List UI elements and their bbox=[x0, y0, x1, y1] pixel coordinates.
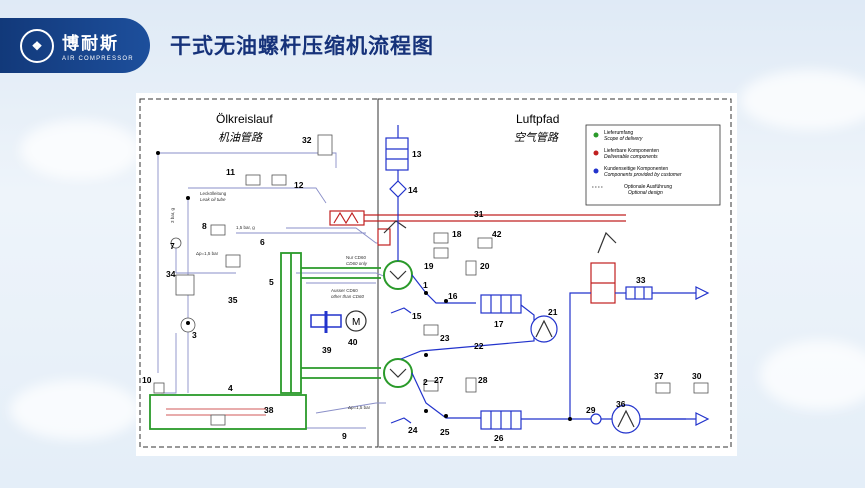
component-number: 29 bbox=[586, 405, 596, 415]
brand-logo: ❖ 博耐斯 AIR COMPRESSOR bbox=[0, 18, 150, 73]
component-number: 20 bbox=[480, 261, 490, 271]
cloud-decoration bbox=[760, 340, 865, 410]
valve-linkage bbox=[383, 220, 617, 254]
component-number: 36 bbox=[616, 399, 626, 409]
component-number: 1 bbox=[423, 280, 428, 290]
flow-diagram-svg: Ölkreislauf 机油管路 Luftpfad 空气管路 Lieferumf… bbox=[139, 98, 732, 448]
component-number: 22 bbox=[474, 341, 484, 351]
component-number: 13 bbox=[412, 149, 422, 159]
cloud-decoration bbox=[10, 380, 140, 440]
not-cd60-label-de: Ausser CD60 bbox=[331, 288, 358, 293]
component-number: 21 bbox=[548, 307, 558, 317]
component-number: 2 bbox=[423, 377, 428, 387]
dp-label-2: Δp=1,5 bar bbox=[348, 405, 371, 410]
legend-item: Kundenseitige Komponenten bbox=[604, 166, 668, 172]
air-lines bbox=[385, 125, 710, 434]
air-path-border bbox=[377, 98, 732, 448]
component-number: 17 bbox=[494, 319, 504, 329]
legend: Lieferumfang Scope of delivery Lieferbar… bbox=[585, 124, 721, 206]
cd60-label-en: CD60 only bbox=[346, 261, 368, 266]
component-number: 34 bbox=[166, 269, 176, 279]
legend-item: Deliverable components bbox=[604, 154, 658, 160]
svg-text:M: M bbox=[352, 317, 360, 328]
air-path-title: Luftpfad bbox=[516, 112, 559, 126]
component-number: 31 bbox=[474, 209, 484, 219]
cloud-decoration bbox=[20, 120, 140, 180]
compressor-stage-1 bbox=[383, 260, 413, 290]
component-number: 16 bbox=[448, 291, 458, 301]
component-number: 24 bbox=[408, 425, 418, 435]
emblem-icon: ❖ bbox=[20, 28, 54, 63]
component-number: 35 bbox=[228, 295, 238, 305]
pressure-label: 1,5 bar, g bbox=[236, 225, 255, 230]
legend-item: Components provided by customer bbox=[604, 172, 682, 178]
legend-item: Optionale Ausführung bbox=[624, 184, 672, 190]
side-label: 3 bar, g bbox=[170, 207, 175, 223]
component-number: 5 bbox=[269, 277, 274, 287]
component-number: 11 bbox=[226, 167, 235, 177]
component-number: 28 bbox=[478, 375, 488, 385]
component-number: 25 bbox=[440, 427, 450, 437]
green-components bbox=[149, 252, 381, 430]
annotations: Leckölleitung Leak oil tube 1,5 bar, g Δ… bbox=[170, 191, 371, 410]
component-number: 14 bbox=[408, 185, 418, 195]
oil-circuit-title: Ölkreislauf bbox=[216, 112, 273, 126]
component-number: 27 bbox=[434, 375, 444, 385]
component-number: 19 bbox=[424, 261, 434, 271]
legend-item: Scope of delivery bbox=[604, 136, 643, 142]
page-title: 干式无油螺杆压缩机流程图 bbox=[170, 34, 434, 58]
component-number: 10 bbox=[142, 375, 152, 385]
component-number: 38 bbox=[264, 405, 274, 415]
cd60-label-de: Nur CD60 bbox=[346, 255, 367, 260]
component-number: 7 bbox=[170, 241, 175, 251]
legend-item: Lieferumfang bbox=[604, 130, 633, 136]
component-number: 30 bbox=[692, 371, 702, 381]
component-number: 42 bbox=[492, 229, 502, 239]
cloud-decoration bbox=[740, 70, 865, 130]
component-number: 40 bbox=[348, 337, 358, 347]
component-number: 32 bbox=[302, 135, 312, 145]
leak-label-de: Leckölleitung bbox=[200, 191, 227, 196]
component-number: 37 bbox=[654, 371, 664, 381]
component-number: 39 bbox=[322, 345, 332, 355]
flow-diagram: Ölkreislauf 机油管路 Luftpfad 空气管路 Lieferumf… bbox=[136, 93, 737, 456]
component-number: 23 bbox=[440, 333, 450, 343]
oil-circuit-subtitle: 机油管路 bbox=[218, 131, 263, 144]
brand-name-cn: 博耐斯 bbox=[62, 34, 119, 54]
component-numbers: 1 2 3 4 5 6 7 8 9 10 11 12 13 14 15 16 1… bbox=[142, 135, 702, 443]
component-number: 18 bbox=[452, 229, 462, 239]
not-cd60-label-en: other than CD60 bbox=[331, 294, 365, 299]
component-number: 8 bbox=[202, 221, 207, 231]
component-number: 4 bbox=[228, 383, 233, 393]
dp-label: Δp=1,5 bar bbox=[196, 251, 219, 256]
component-number: 3 bbox=[192, 330, 197, 340]
component-number: 12 bbox=[294, 180, 304, 190]
component-number: 6 bbox=[260, 237, 265, 247]
air-path-subtitle: 空气管路 bbox=[514, 131, 559, 144]
sensors bbox=[153, 134, 709, 426]
compressor-stage-2 bbox=[383, 358, 413, 388]
legend-item: Lieferbare Komponenten bbox=[604, 148, 659, 154]
component-number: 9 bbox=[342, 431, 347, 441]
junction-dots bbox=[156, 151, 572, 421]
legend-item: Optional design bbox=[628, 190, 663, 196]
component-number: 26 bbox=[494, 433, 504, 443]
leak-label-en: Leak oil tube bbox=[200, 197, 226, 202]
motor-40: M bbox=[310, 310, 367, 333]
component-number: 15 bbox=[412, 311, 422, 321]
brand-name-en: AIR COMPRESSOR bbox=[62, 56, 134, 62]
component-number: 33 bbox=[636, 275, 646, 285]
reservoir-lines bbox=[166, 408, 266, 416]
red-components bbox=[329, 210, 626, 304]
